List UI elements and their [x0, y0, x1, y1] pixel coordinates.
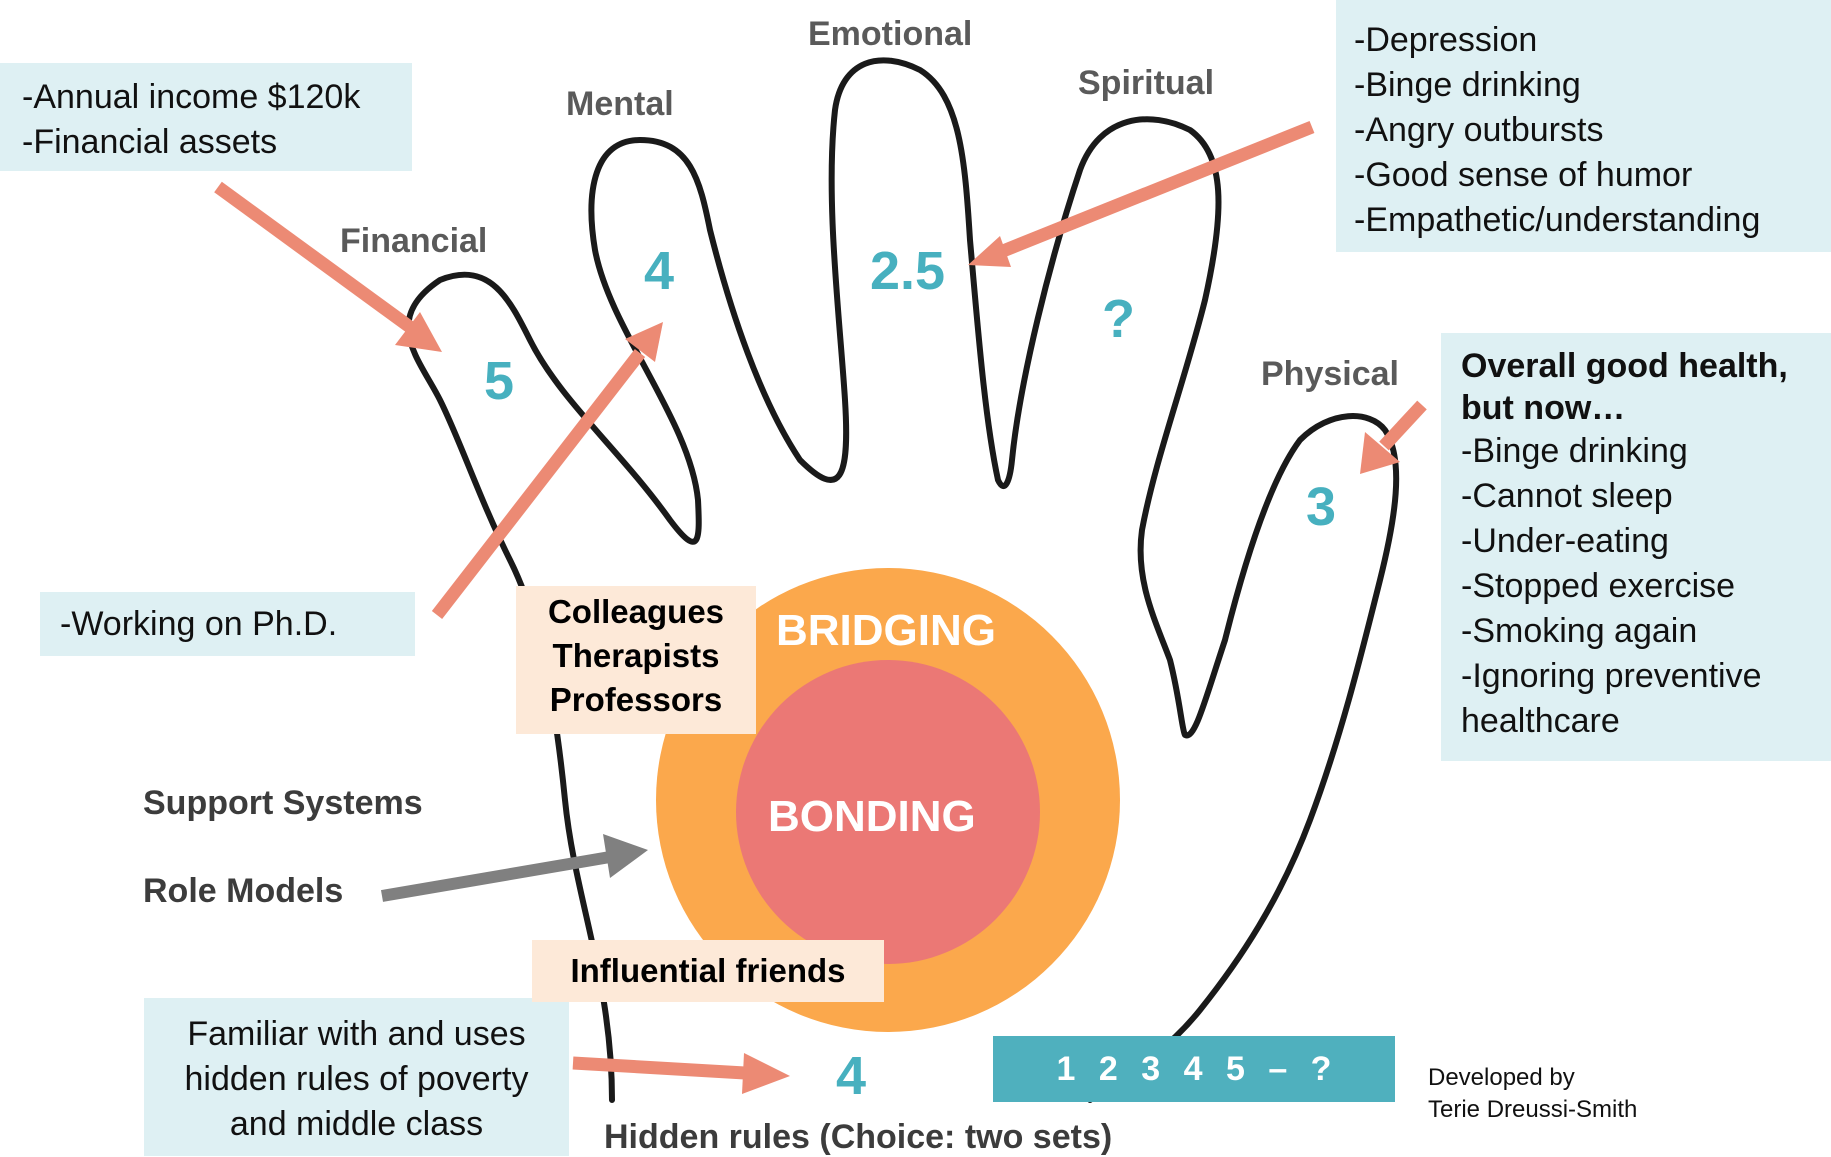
mental-arrow-head	[625, 322, 663, 362]
spiritual-score: ?	[1102, 289, 1135, 349]
note-line: -Ignoring preventive	[1461, 657, 1762, 695]
financial-label: Financial	[340, 222, 488, 260]
note-line: Familiar with and uses	[187, 1015, 526, 1053]
credit-line: Terie Dreussi-Smith	[1428, 1096, 1638, 1123]
support-arrow-head	[603, 834, 648, 878]
mental-score: 4	[644, 241, 675, 301]
note-line: -Working on Ph.D.	[60, 605, 338, 643]
hidden-rules-caption: Hidden rules (Choice: two sets)	[604, 1118, 1113, 1156]
emotional-score: 2.5	[870, 241, 946, 301]
bridging-person: Professors	[549, 681, 723, 718]
mental-notes: -Working on Ph.D.	[40, 592, 415, 656]
note-line: -Stopped exercise	[1461, 567, 1736, 605]
emotional-notes: -Depression -Binge drinking -Angry outbu…	[1336, 0, 1831, 252]
mental-label: Mental	[566, 85, 674, 123]
note-line: healthcare	[1461, 702, 1620, 740]
support-systems-label: Support Systems	[143, 784, 423, 822]
note-line: -Under-eating	[1461, 522, 1669, 560]
bridging-person: Colleagues	[547, 593, 725, 630]
note-line: -Annual income $120k	[22, 78, 361, 116]
physical-score: 3	[1306, 477, 1337, 537]
bonding-circle	[736, 660, 1040, 964]
financial-notes: -Annual income $120k -Financial assets	[0, 63, 412, 171]
hidden-rules-arrow-head	[742, 1053, 790, 1094]
bridging-label: BRIDGING	[776, 606, 996, 655]
emotional-label: Emotional	[808, 15, 973, 53]
note-heading: Overall good health,	[1461, 347, 1788, 385]
influential-friends: Influential friends	[532, 940, 884, 1002]
note-line: -Cannot sleep	[1461, 477, 1673, 515]
physical-arrow-shaft	[1379, 400, 1427, 451]
bonding-label: BONDING	[768, 792, 976, 841]
note-line: -Depression	[1354, 21, 1538, 59]
physical-arrow-head	[1360, 432, 1400, 474]
spiritual-label: Spiritual	[1078, 64, 1215, 102]
financial-arrow-head	[395, 312, 442, 352]
mental-arrow-shaft	[431, 349, 646, 619]
note-line: and middle class	[229, 1105, 484, 1143]
hidden-rules-notes: Familiar with and uses hidden rules of p…	[144, 998, 569, 1156]
bridging-people: Colleagues Therapists Professors	[516, 586, 756, 734]
note-line: -Good sense of humor	[1354, 156, 1693, 194]
role-models-label: Role Models	[143, 872, 344, 910]
note-line: -Financial assets	[22, 123, 278, 161]
hidden-rules-arrow-shaft	[572, 1056, 746, 1080]
hidden-rules-score: 4	[836, 1046, 867, 1106]
physical-notes: Overall good health, but now… -Binge dri…	[1441, 333, 1831, 761]
credit-line: Developed by	[1428, 1064, 1575, 1091]
support-arrow-shaft	[380, 851, 612, 902]
bridging-person: Therapists	[552, 637, 720, 674]
rating-scale: 1 2 3 4 5 – ?	[993, 1036, 1395, 1102]
note-heading: but now…	[1461, 389, 1626, 427]
hand-outline	[405, 57, 1400, 1103]
credit: Developed by Terie Dreussi-Smith	[1428, 1062, 1637, 1126]
note-line: -Binge drinking	[1461, 432, 1688, 470]
note-line: -Angry outbursts	[1354, 111, 1604, 149]
emotional-arrow-head	[968, 236, 1011, 267]
note-line: hidden rules of poverty	[184, 1060, 529, 1098]
financial-score: 5	[484, 351, 515, 411]
note-line: -Smoking again	[1461, 612, 1698, 650]
note-line: -Empathetic/understanding	[1354, 201, 1761, 239]
note-line: -Binge drinking	[1354, 66, 1581, 104]
emotional-arrow-shaft	[1000, 120, 1315, 258]
financial-arrow-shaft	[214, 181, 418, 336]
physical-label: Physical	[1261, 355, 1399, 393]
